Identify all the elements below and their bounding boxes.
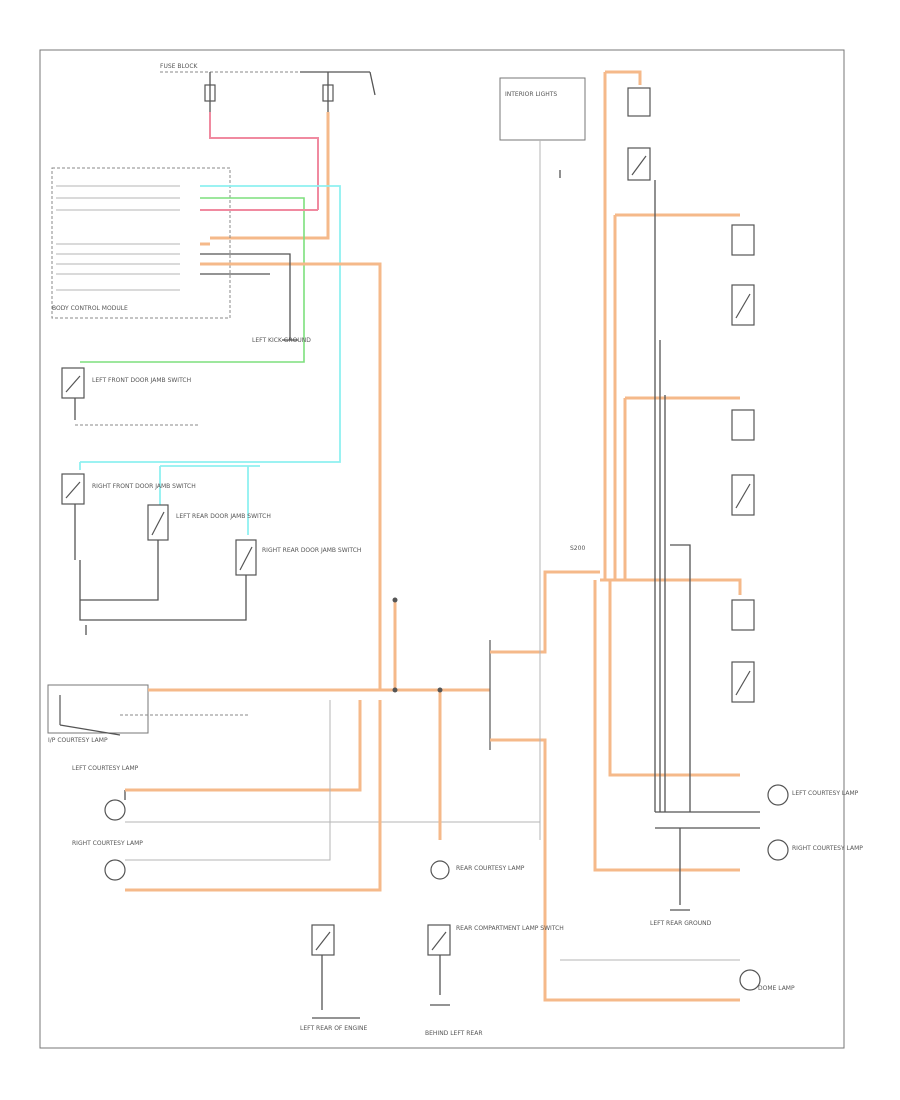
fuse-block-label: FUSE BLOCK	[160, 63, 199, 70]
ground-left-kick-label: LEFT KICK GROUND	[252, 337, 311, 344]
right-side-column	[593, 70, 755, 872]
ground-bottom-left-label: LEFT REAR OF ENGINE	[300, 1025, 367, 1032]
rear-compartment-switch-label: REAR COMPARTMENT LAMP SWITCH	[456, 925, 564, 932]
rf-jamb-label: RIGHT FRONT DOOR JAMB SWITCH	[92, 483, 196, 490]
cyan-wire-right-jamb	[80, 185, 341, 463]
ground-bottom-mid-label: BEHIND LEFT REAR	[425, 1030, 483, 1037]
interior-lights-label: INTERIOR LIGHTS	[505, 91, 557, 98]
splice-label: S200	[570, 545, 585, 552]
bcm-label: BODY CONTROL MODULE	[52, 305, 128, 312]
fuse-block	[160, 71, 376, 112]
top-center-label-box	[499, 77, 586, 840]
rear-compartment-label: REAR COURTESY LAMP	[456, 865, 525, 872]
rr-jamb-label: RIGHT REAR DOOR JAMB SWITCH	[262, 547, 361, 554]
ip-courtesy-lamp-label: I/P COURTESY LAMP	[48, 737, 108, 744]
right-courtesy-lamp	[104, 700, 382, 892]
center-orange-trunk	[380, 600, 490, 840]
trunk-lid-switch	[311, 924, 360, 1019]
bcm-connector-right	[489, 570, 740, 1002]
right-courtesy-lamps	[560, 784, 789, 991]
green-wire-left-jamb	[80, 197, 305, 363]
ground-wire-bundle	[654, 180, 760, 911]
front-door-jamb-switches	[61, 462, 260, 635]
left-courtesy-lamp	[104, 700, 540, 823]
orange-feed-bcm	[210, 112, 330, 240]
right-courtesy-r-label: RIGHT COURTESY LAMP	[792, 845, 863, 852]
orange-wire-bcm-main	[200, 262, 382, 690]
right-courtesy-label: RIGHT COURTESY LAMP	[72, 840, 143, 847]
left-courtesy-label: LEFT COURTESY LAMP	[72, 765, 139, 772]
left-courtesy-r-label: LEFT COURTESY LAMP	[792, 790, 859, 797]
ground-left-rear-label: LEFT REAR GROUND	[650, 920, 712, 927]
rear-compartment-lamp	[427, 860, 451, 1006]
diagram-frame	[39, 49, 845, 1049]
left-front-door-jamb-switch	[61, 367, 200, 426]
bcm-left-box	[51, 167, 231, 319]
pink-wire-feed	[209, 112, 319, 210]
lf-jamb-label: LEFT FRONT DOOR JAMB SWITCH	[92, 377, 191, 384]
lr-jamb-label: LEFT REAR DOOR JAMB SWITCH	[176, 513, 271, 520]
ip-courtesy-lamp: I/P COURTESY LAMP	[47, 684, 380, 744]
dome-lamp-label: DOME LAMP	[758, 985, 795, 992]
